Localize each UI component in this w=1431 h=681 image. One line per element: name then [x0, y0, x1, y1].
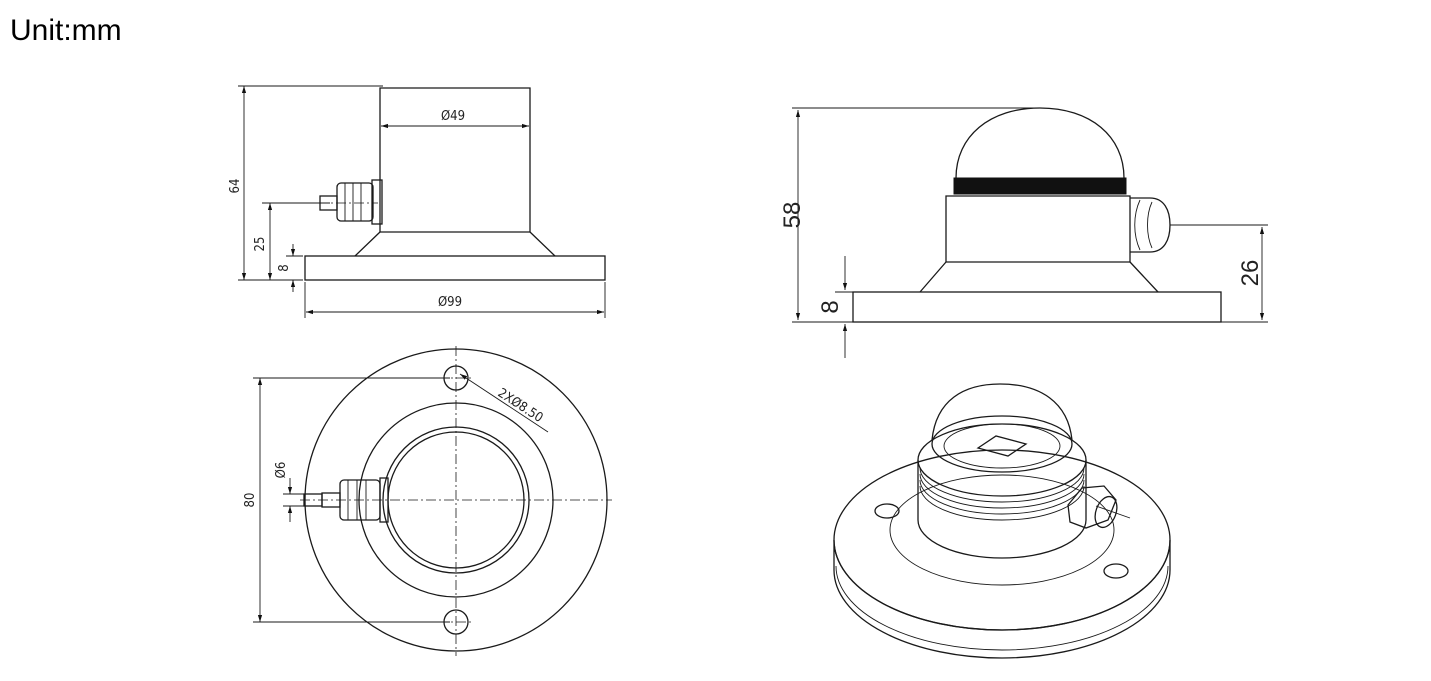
side-view-drawing: 64 25 8 Ø49 Ø99: [228, 85, 606, 318]
top-view-drawing: 80 Ø6 2XØ8.50: [243, 346, 612, 656]
dome-connector-height-dimension: 26: [1237, 260, 1264, 287]
top-hole-spacing-dimension: 80: [243, 493, 258, 508]
dome-height-dimension: 58: [779, 202, 806, 229]
dome-side-view-drawing: 58 8 26: [779, 107, 1268, 358]
top-holes-callout: 2XØ8.50: [495, 386, 546, 426]
unit-label: Unit:mm: [10, 14, 122, 47]
top-cable-diameter-dimension: Ø6: [274, 462, 289, 479]
side-base-thickness-dimension: 8: [277, 264, 292, 271]
side-base-diameter-dimension: Ø99: [438, 295, 462, 310]
side-connector-height-dimension: 25: [253, 237, 268, 252]
isometric-view-drawing: [833, 383, 1171, 659]
side-top-diameter-dimension: Ø49: [441, 109, 465, 124]
dome-base-thickness-dimension: 8: [817, 300, 844, 313]
side-height-dimension: 64: [228, 179, 243, 194]
